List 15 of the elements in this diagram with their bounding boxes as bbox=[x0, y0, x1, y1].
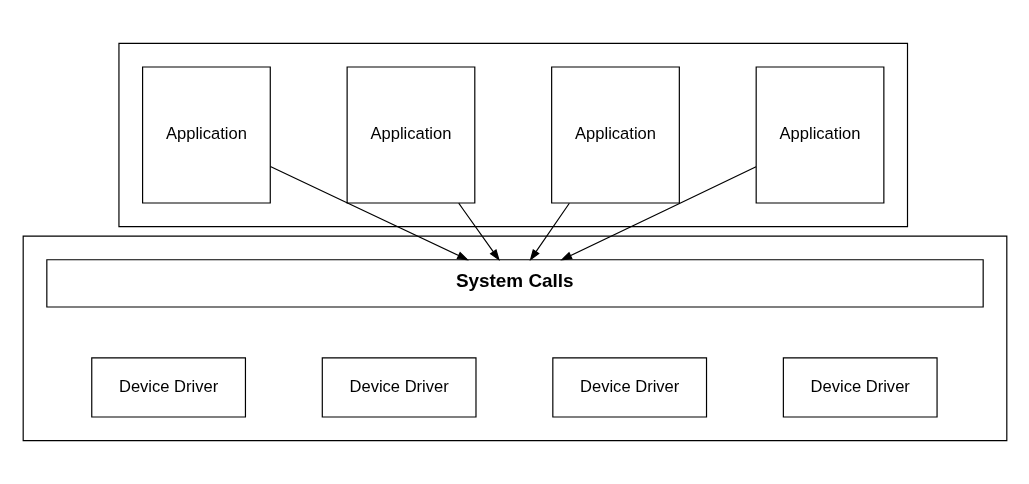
node-box: Device Driver bbox=[782, 357, 938, 418]
node-box: Application bbox=[550, 66, 680, 204]
node-box: Device Driver bbox=[551, 357, 707, 418]
node-box: Device Driver bbox=[90, 357, 246, 418]
cluster bbox=[22, 235, 1007, 442]
node-box: Application bbox=[346, 66, 475, 204]
arrow bbox=[559, 166, 757, 261]
arrow bbox=[457, 202, 500, 261]
node-box: Application bbox=[141, 66, 271, 204]
node-box: Application bbox=[755, 66, 884, 204]
arrow bbox=[269, 165, 469, 261]
node-box: Device Driver bbox=[321, 357, 477, 418]
node-box: System Calls bbox=[45, 259, 984, 308]
arrow bbox=[529, 202, 570, 261]
cluster bbox=[117, 42, 908, 228]
